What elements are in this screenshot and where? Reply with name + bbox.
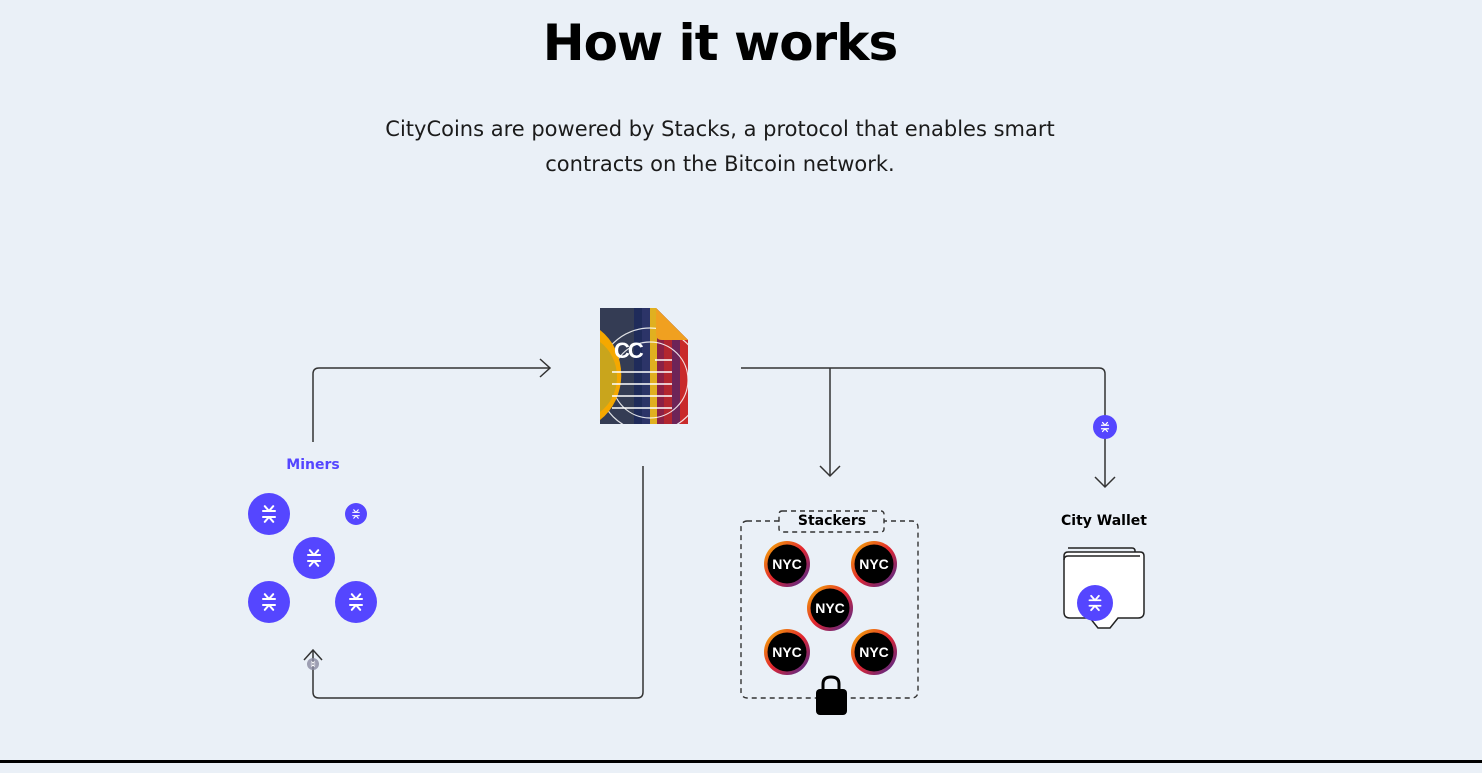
section-divider	[0, 760, 1482, 763]
stacks-token-icon	[1093, 415, 1117, 439]
nyc-token-icon: NYC	[807, 585, 853, 631]
nyc-token-text: NYC	[772, 556, 802, 572]
wallet-arrowhead	[1094, 476, 1116, 489]
nyc-token-text: NYC	[859, 644, 889, 660]
contract-document-icon: CC	[600, 308, 688, 424]
stacks-token-icon	[335, 581, 377, 623]
subtitle-line-2: contracts on the Bitcoin network.	[545, 152, 895, 176]
nyc-token-text: NYC	[815, 600, 845, 616]
stackers-label: Stackers	[797, 513, 867, 529]
stacks-token-icon	[345, 503, 367, 525]
return-arrowhead	[303, 648, 323, 661]
miners-label: Miners	[286, 457, 340, 473]
nyc-token-icon: NYC	[764, 541, 810, 587]
subtitle-line-1: CityCoins are powered by Stacks, a proto…	[385, 117, 1055, 141]
nyc-token-text: NYC	[859, 556, 889, 572]
flow-lines	[303, 358, 1116, 699]
stacks-token-icon	[293, 537, 335, 579]
nyc-token-icon: NYC	[851, 541, 897, 587]
small-return-token-icon	[307, 658, 319, 670]
nyc-token-text: NYC	[772, 644, 802, 660]
contract-logo-text: CC	[614, 338, 644, 363]
nyc-token-icon: NYC	[764, 629, 810, 675]
city-wallet-label: City Wallet	[1061, 513, 1147, 529]
stackers-arrowhead	[819, 465, 841, 478]
stacks-token-icon	[248, 581, 290, 623]
stacks-token-icon	[248, 493, 290, 535]
wallet-icon	[1063, 547, 1145, 629]
lock-icon	[816, 675, 847, 715]
miners-to-contract-line	[312, 367, 549, 442]
stackers-box	[740, 510, 919, 699]
contract-to-miners-return-line	[312, 466, 644, 699]
contract-to-stackers-and-wallet-line	[741, 367, 1106, 486]
page-title: How it works	[542, 14, 898, 72]
page-subtitle: CityCoins are powered by Stacks, a proto…	[345, 112, 1095, 182]
nyc-token-group: NYC NYC NYC NYC NYC	[764, 541, 897, 675]
nyc-token-icon: NYC	[851, 629, 897, 675]
miners-to-contract-arrowhead	[539, 358, 552, 378]
miners-cluster	[248, 493, 377, 670]
